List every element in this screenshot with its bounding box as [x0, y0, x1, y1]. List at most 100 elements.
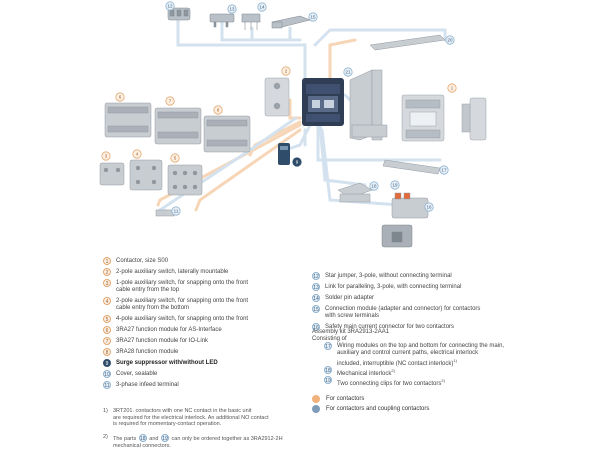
- legend-item-12: 12 Star jumper, 3-pole, without connectin…: [312, 272, 452, 280]
- marker-label: 14: [259, 5, 265, 10]
- legend-item-9: 9 Surge suppressor with/without LED: [103, 359, 218, 367]
- legend-text: Mechanical interlock2): [337, 368, 395, 377]
- marker-label: 16: [426, 205, 432, 210]
- footnote-ref: 2): [391, 368, 395, 373]
- legend-text: Solder pin adapter: [325, 295, 375, 301]
- solder-pin-adapter: [241, 13, 261, 30]
- legend-text: Safety main current connector for two co…: [325, 324, 455, 330]
- footnote-post: can only be ordered together as 3RA2912-…: [113, 436, 283, 449]
- marker-label: 17: [441, 168, 447, 173]
- footnote-mark: 2): [103, 434, 108, 440]
- footnote-mid: and: [149, 436, 159, 442]
- legend-number: 8: [103, 348, 111, 356]
- diagram-marker-17: 17: [439, 165, 449, 175]
- marker-label: 8: [217, 108, 220, 113]
- marker-label: 11: [174, 209, 179, 214]
- diagram-marker-15: 15: [308, 12, 318, 22]
- diagram-marker-3: 3: [101, 151, 111, 161]
- diagram-marker-4: 4: [132, 149, 142, 159]
- legend-text: 2-pole auxiliary switch, for snapping on…: [116, 298, 249, 311]
- legend-text: 3RA28 function module: [116, 349, 179, 355]
- footnote-ref: 1): [453, 358, 457, 363]
- function-module-iolink: [154, 107, 202, 145]
- legend-number: 7: [103, 337, 111, 345]
- footnote-pre: The parts: [113, 436, 137, 442]
- connecting-clips: [391, 192, 429, 219]
- diagram-marker-9: 9: [292, 157, 302, 167]
- main-contactor: [302, 78, 344, 126]
- legend-number: 1: [103, 257, 111, 265]
- marker-label: 13: [229, 7, 235, 12]
- safety-connector: [381, 224, 413, 248]
- diagram-marker-7: 7: [165, 96, 175, 106]
- legend-number: 10: [103, 370, 111, 378]
- legend-number: 3: [103, 279, 111, 287]
- legend-text: 4-pole auxiliary switch, for snapping on…: [116, 316, 249, 322]
- legend-number: 6: [103, 326, 111, 334]
- diagram-marker-2: 2: [281, 66, 291, 76]
- legend-right: 12 Star jumper, 3-pole, without connectin…: [312, 272, 597, 333]
- legend-text: Surge suppressor with/without LED: [116, 360, 218, 366]
- footnote-text: The parts 18 and 19 can only be ordered …: [113, 434, 313, 449]
- legend-number: 9: [103, 359, 111, 367]
- lateral-aux-switch: [264, 77, 290, 117]
- marker-label: 9: [296, 160, 299, 165]
- marker-label: 4: [136, 152, 139, 157]
- legend-number: 16: [312, 323, 320, 331]
- key-contactors: For contactors: [312, 395, 364, 403]
- footnote-ref: 2): [441, 378, 445, 383]
- legend-number: 4: [103, 297, 111, 305]
- infeed-terminal: [155, 209, 175, 217]
- key-coupling-contactors: For contactors and coupling contactors: [312, 405, 429, 413]
- legend-number: 5: [103, 315, 111, 323]
- diagram-marker-16: 16: [424, 202, 434, 212]
- legend-text: 1-pole auxiliary switch, for snapping on…: [116, 280, 249, 293]
- legend-text: Two connecting clips for two contactors2…: [337, 378, 445, 387]
- legend-item-6: 6 3RA27 function module for AS-Interface: [103, 326, 222, 334]
- key-label: For contactors: [326, 396, 365, 402]
- key-label: For contactors and coupling contactors: [326, 406, 430, 412]
- function-module-3ra28: [203, 115, 251, 153]
- legend-text: 2-pole auxiliary switch, laterally mount…: [116, 269, 229, 275]
- diagram-marker-18: 18: [369, 181, 379, 191]
- marker-label: 2: [285, 69, 288, 74]
- legend-text: Star jumper, 3-pole, without connecting …: [325, 273, 452, 279]
- legend-text: Link for paralleling, 3-pole, with conne…: [325, 284, 462, 290]
- mechanical-interlock: [337, 182, 373, 203]
- side-aux-switch: [461, 97, 487, 141]
- legend-number: 11: [103, 381, 111, 389]
- assembly-kit-heading: Assembly kit 3RA2913-2AA1 Consisting of: [312, 329, 390, 342]
- connection-module: [271, 15, 311, 29]
- footnote-ref-19: 19: [161, 434, 170, 442]
- diagram-marker-5: 5: [170, 153, 180, 163]
- paralleling-link: [209, 13, 235, 28]
- marker-label: 19: [392, 183, 398, 188]
- legend-number: 12: [312, 272, 320, 280]
- legend-text: 3RA27 function module for AS-Interface: [116, 327, 222, 333]
- key-swatch-orange: [312, 395, 320, 403]
- wiring-rail-bottom: [382, 159, 441, 175]
- diagram-marker-19: 19: [390, 180, 400, 190]
- legend-item-16: 16 Safety main current connector for two …: [312, 323, 455, 331]
- marker-label: 15: [310, 15, 316, 20]
- marker-label: 18: [371, 184, 377, 189]
- aux-switch-1pole: [99, 162, 125, 186]
- legend-item-5: 5 4-pole auxiliary switch, for snapping o…: [103, 315, 249, 323]
- diagram-marker-11: 11: [171, 206, 181, 216]
- diagram-marker-13: 13: [227, 4, 237, 14]
- marker-label: 7: [169, 99, 172, 104]
- legend-number: 15: [312, 305, 320, 313]
